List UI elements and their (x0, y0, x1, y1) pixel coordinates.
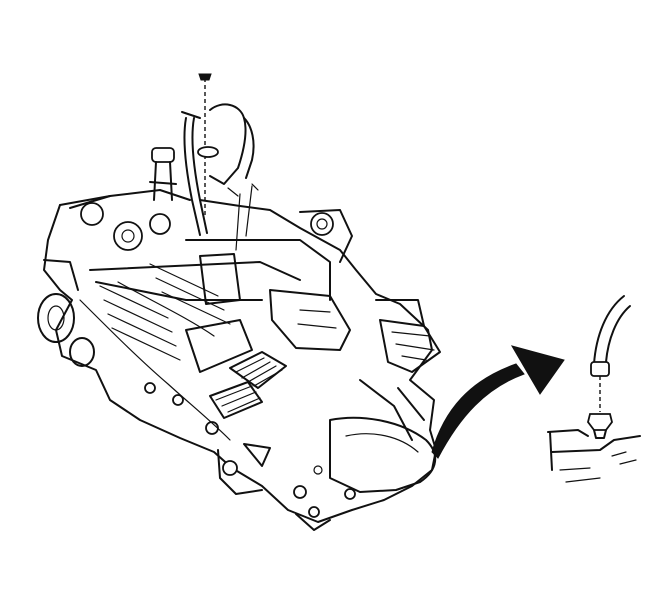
turbo-right (299, 209, 353, 263)
intake-runners (89, 261, 301, 361)
engine-assembly-icon (37, 73, 441, 531)
fill-tube (181, 73, 259, 236)
curved-arrow-icon (431, 345, 565, 459)
turbo-left (69, 189, 191, 251)
center-ducts (185, 239, 351, 373)
lower-fasteners (144, 382, 356, 531)
bellhousing (313, 379, 436, 493)
corrugated-hoses (209, 299, 441, 419)
tube-fitting-detail-icon (547, 295, 641, 483)
pulleys (37, 259, 95, 367)
breather-cap (149, 147, 177, 201)
